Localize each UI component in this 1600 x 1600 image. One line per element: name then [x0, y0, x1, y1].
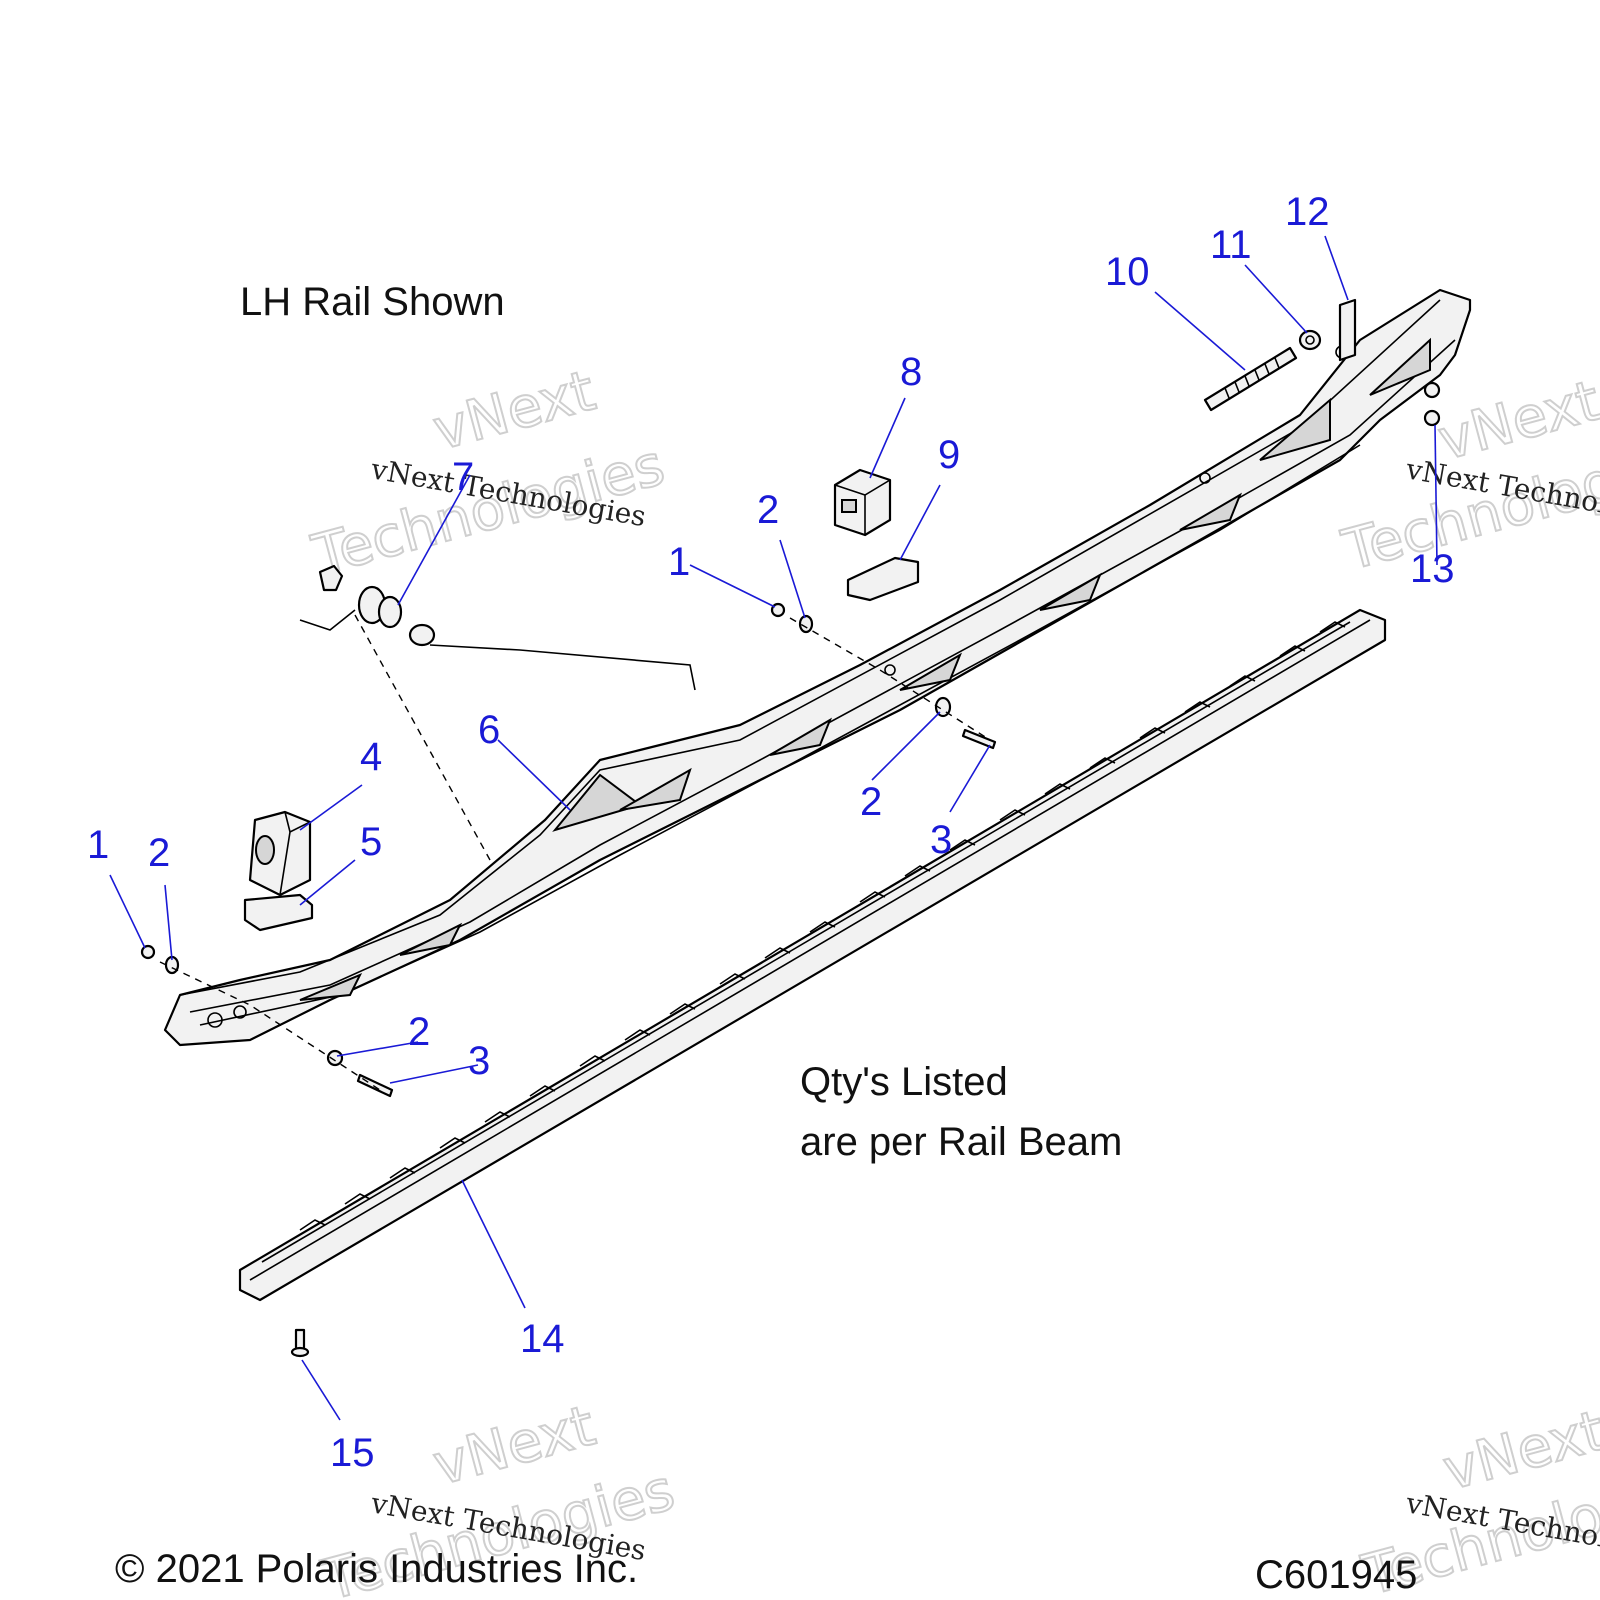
callout-3: 3: [930, 818, 952, 862]
bolt-3: [356, 1073, 394, 1098]
rail-pocket: [1259, 397, 1331, 461]
rail-pocket: [1179, 492, 1243, 531]
spring-arm: [299, 609, 356, 631]
spring-coil: [377, 595, 403, 629]
threaded-rod-10: [1203, 346, 1298, 412]
nut-1: [140, 944, 156, 960]
callout-2: 2: [408, 1010, 430, 1054]
rail-pocket: [299, 973, 363, 1001]
bracket-12: [1338, 298, 1357, 362]
wear-strip-body: [238, 608, 1387, 1302]
callout-2: 2: [757, 488, 779, 532]
washer-2: [798, 614, 814, 634]
rail-pocket: [769, 717, 833, 756]
screw-15: [290, 1328, 310, 1358]
callout-1: 1: [87, 823, 109, 867]
rail-pocket: [1039, 572, 1103, 611]
rail-beam: [163, 288, 1472, 1047]
callout-13: 13: [1410, 547, 1455, 591]
spring-bushing: [408, 623, 436, 647]
rail-top-edge: [179, 299, 1441, 996]
rail-hole: [233, 1005, 247, 1019]
torsion-spring-assembly: [299, 564, 696, 691]
qty-note-line2: are per Rail Beam: [800, 1120, 1122, 1164]
bolts-13: [1423, 381, 1441, 427]
wear-strip-top-edge: [261, 621, 1351, 1263]
stopper-insert-9: [846, 556, 920, 602]
drawing-code: C601945: [1255, 1553, 1417, 1597]
stopper-block-8: [833, 468, 892, 537]
callout-10: 10: [1105, 250, 1150, 294]
leader-lines: [109, 235, 1438, 1421]
rail-lower-rib: [199, 444, 1361, 1026]
callout-7: 7: [452, 455, 474, 499]
bumper-insert-5: [243, 893, 314, 932]
rail-pocket: [619, 767, 692, 811]
rail-hole: [1199, 472, 1211, 484]
bolt-3: [961, 728, 997, 750]
callout-14: 14: [520, 1317, 565, 1361]
washer-2: [326, 1049, 344, 1067]
callout-15: 15: [330, 1431, 375, 1475]
rail-pocket: [899, 652, 963, 691]
callout-3: 3: [468, 1039, 490, 1083]
fastener-lower: [140, 944, 394, 1098]
rail-hole: [207, 1012, 223, 1028]
wear-strip-edge: [249, 619, 1371, 1281]
wear-strip-teeth: [299, 621, 1346, 1231]
rail-pocket: [1369, 337, 1431, 396]
callout-1: 1: [668, 540, 690, 584]
callout-4: 4: [360, 735, 382, 779]
callout-2: 2: [148, 831, 170, 875]
qty-note-line1: Qty's Listed: [800, 1060, 1008, 1104]
callout-12: 12: [1285, 190, 1330, 234]
copyright-text: © 2021 Polaris Industries Inc.: [115, 1547, 638, 1591]
bumper-block-4: [248, 810, 312, 897]
callouts: 7 6 4 5 1 2 2 3 1 2 2 3 8 9 10 11 12 13 …: [87, 190, 1455, 1475]
watermark-outline: vNext: [427, 358, 602, 463]
rail-inner-rib: [189, 339, 1456, 1013]
callout-9: 9: [938, 433, 960, 477]
callout-11: 11: [1210, 223, 1252, 267]
rail-pocket: [552, 773, 643, 832]
wear-strip: [238, 608, 1387, 1302]
callout-2: 2: [860, 780, 882, 824]
callout-5: 5: [360, 820, 382, 864]
watermark-group-1: vNext Technologies vNext Technologies: [305, 357, 672, 589]
rail-hole: [884, 664, 896, 676]
callout-6: 6: [478, 708, 500, 752]
rail-shown-note: LH Rail Shown: [240, 280, 505, 324]
spring-bolt: [318, 564, 344, 592]
rail-beam-body: [163, 288, 1472, 1047]
nut-11: [1298, 329, 1322, 351]
callout-8: 8: [900, 350, 922, 394]
spring-rod: [429, 644, 696, 691]
rail-pocket: [399, 922, 463, 956]
